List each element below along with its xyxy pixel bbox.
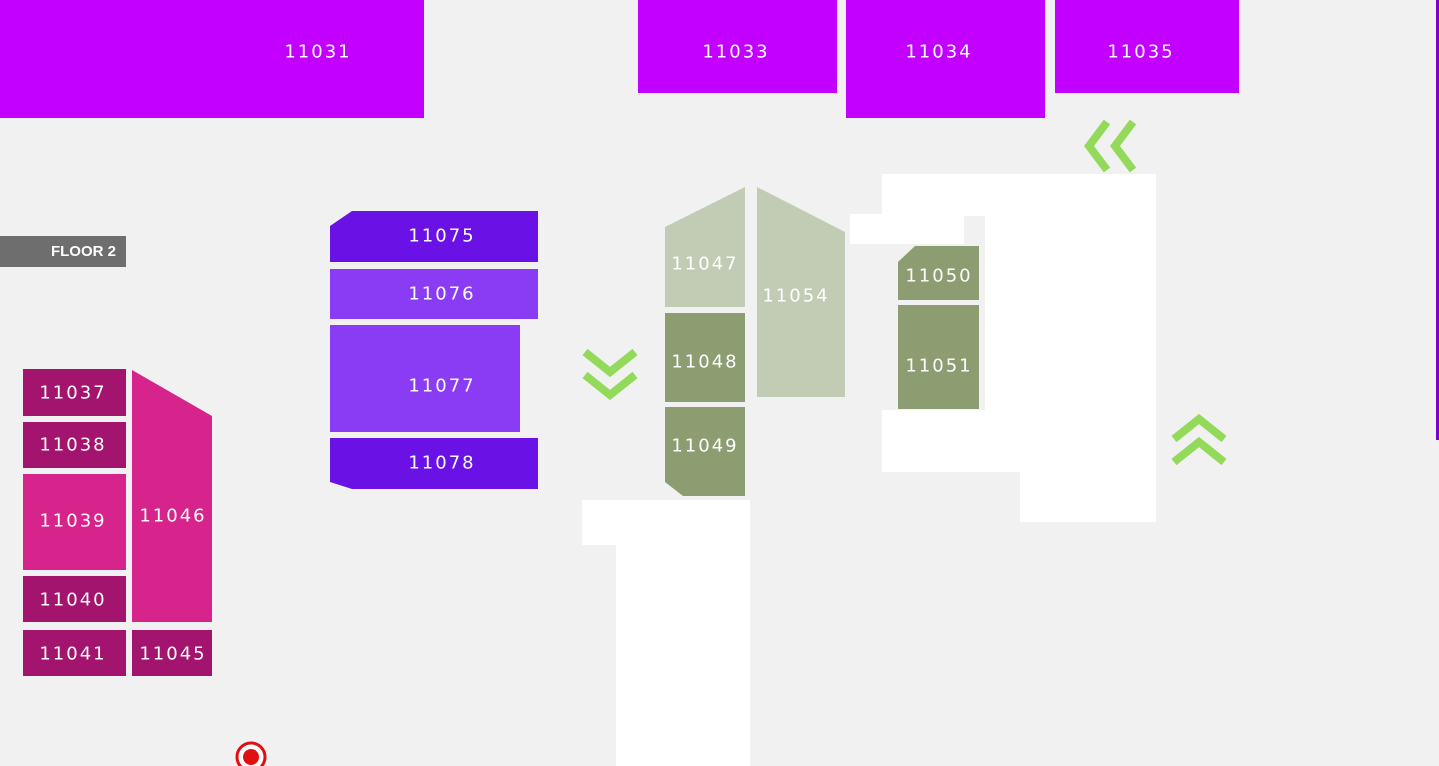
chevron-left-icon: [1084, 119, 1111, 173]
booth-11033[interactable]: 11033: [638, 0, 837, 93]
blank-area: [1020, 470, 1156, 522]
booth-label: 11076: [408, 284, 475, 305]
booth-shape: [665, 407, 745, 496]
booth-label: 11041: [39, 644, 106, 665]
booth-label: 11037: [39, 383, 106, 404]
booth-11078[interactable]: 11078: [330, 438, 538, 489]
booth-shape: [1055, 0, 1239, 93]
booth-shape: [330, 211, 538, 262]
arrow-left-top[interactable]: [1084, 119, 1137, 173]
booth-11038[interactable]: 11038: [23, 422, 126, 468]
blank-area: [882, 174, 1156, 216]
booth-shape: [132, 630, 212, 676]
booth-shape: [23, 576, 126, 622]
location-marker-icon[interactable]: [235, 741, 267, 766]
arrow-down-center[interactable]: [582, 348, 638, 401]
booth-11031[interactable]: 11031: [0, 0, 424, 118]
booth-11040[interactable]: 11040: [23, 576, 126, 622]
booth-shape: [330, 325, 520, 432]
chevron-up-icon: [1171, 413, 1227, 443]
booth-11041[interactable]: 11041: [23, 630, 126, 676]
map-edge-line: [1436, 0, 1439, 440]
booth-shape: [23, 369, 126, 416]
booth-shape: [23, 474, 126, 570]
arrow-up-right[interactable]: [1171, 413, 1227, 466]
booth-label: 11049: [671, 436, 738, 457]
chevron-down-icon: [582, 371, 638, 401]
booth-label: 11051: [905, 356, 972, 377]
blank-area: [616, 540, 750, 766]
booth-shape: [132, 370, 212, 622]
booth-label: 11054: [762, 286, 829, 307]
booth-shape: [898, 305, 979, 409]
booth-label: 11046: [139, 506, 206, 527]
chevron-left-icon: [1110, 119, 1137, 173]
booth-11045[interactable]: 11045: [132, 630, 212, 676]
floor-label-badge: FLOOR 2: [0, 236, 126, 267]
booth-11050[interactable]: 11050: [898, 246, 979, 300]
booth-11049[interactable]: 11049: [665, 407, 745, 496]
booth-shape: [665, 313, 745, 402]
booth-11051[interactable]: 11051: [898, 305, 979, 409]
blank-areas: [582, 174, 1156, 766]
blank-area: [985, 214, 1156, 414]
chevron-up-icon: [1171, 436, 1227, 466]
booth-label: 11045: [139, 644, 206, 665]
booth-label: 11038: [39, 435, 106, 456]
booth-label: 11075: [408, 226, 475, 247]
booth-shape: [23, 422, 126, 468]
booth-label: 11035: [1107, 42, 1174, 63]
blank-area: [850, 214, 964, 244]
booth-label: 11047: [671, 254, 738, 275]
booth-label: 11031: [284, 42, 351, 63]
booth-shape: [330, 438, 538, 489]
booth-label: 11040: [39, 590, 106, 611]
booth-11039[interactable]: 11039: [23, 474, 126, 570]
booth-11075[interactable]: 11075: [330, 211, 538, 262]
booth-11035[interactable]: 11035: [1055, 0, 1239, 93]
booth-shape: [846, 0, 1045, 118]
blank-area: [882, 410, 1156, 472]
booth-label: 11077: [408, 376, 475, 397]
booth-11076[interactable]: 11076: [330, 269, 538, 319]
booth-shape: [23, 630, 126, 676]
booths-layer: 11031 11033 11034 11035 11075 11076 11077 11078…: [0, 0, 1239, 676]
booth-11037[interactable]: 11037: [23, 369, 126, 416]
marker-dot: [243, 749, 259, 765]
booth-11048[interactable]: 11048: [665, 313, 745, 402]
booth-label: 11050: [905, 266, 972, 287]
booth-label: 11039: [39, 511, 106, 532]
booth-11077[interactable]: 11077: [330, 325, 520, 432]
chevron-down-icon: [582, 348, 638, 378]
booth-11034[interactable]: 11034: [846, 0, 1045, 118]
booth-shape: [0, 0, 424, 118]
booth-label: 11048: [671, 352, 738, 373]
booth-shape: [665, 187, 745, 307]
booth-11054[interactable]: 11054: [757, 187, 845, 397]
blank-area: [582, 500, 750, 545]
booth-shape: [898, 246, 979, 300]
booth-shape: [638, 0, 837, 93]
booth-11047[interactable]: 11047: [665, 187, 745, 307]
booth-label: 11078: [408, 453, 475, 474]
floor-label: FLOOR 2: [50, 243, 116, 260]
booth-label: 11033: [702, 42, 769, 63]
booth-shape: [757, 187, 845, 397]
booth-label: 11034: [905, 42, 972, 63]
booth-shape: [330, 269, 538, 319]
booth-11046[interactable]: 11046: [132, 370, 212, 622]
